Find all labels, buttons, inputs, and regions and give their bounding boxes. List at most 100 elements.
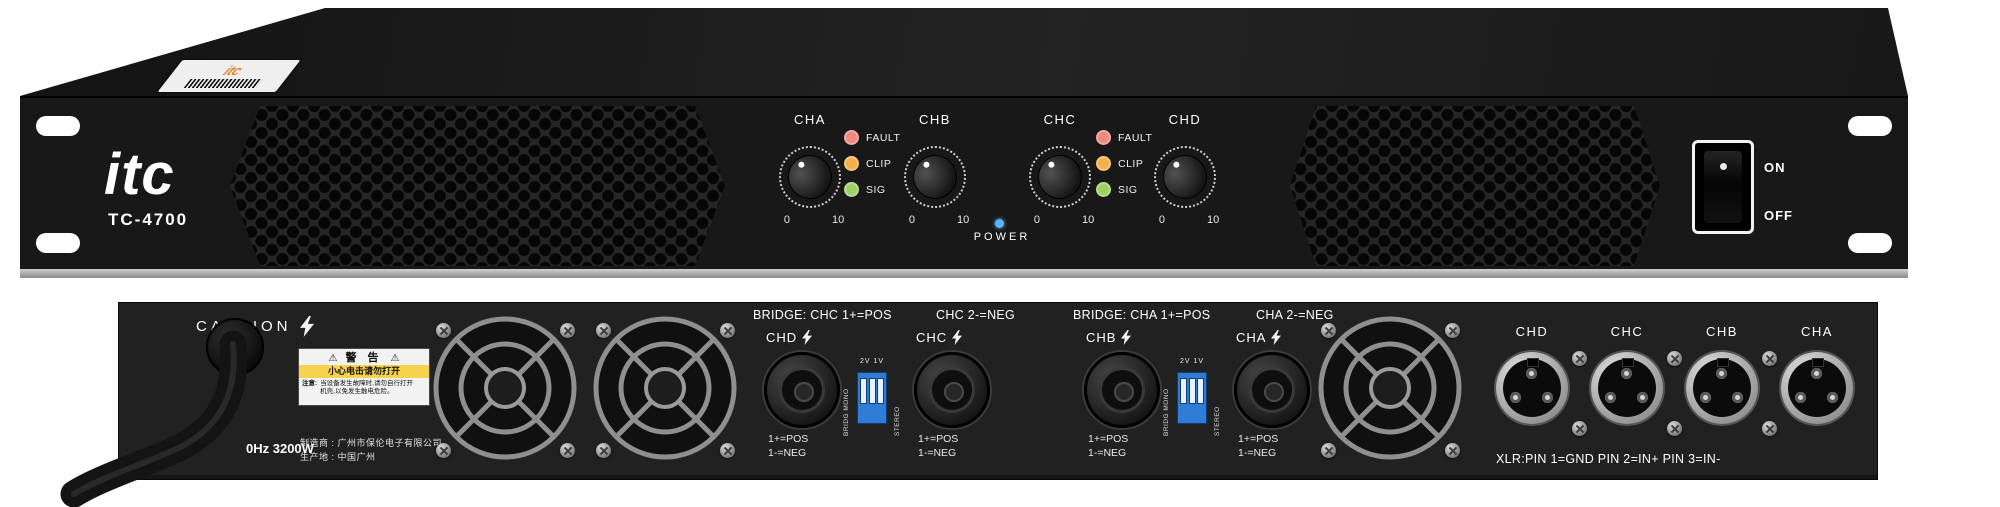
dip-slider (1188, 378, 1196, 404)
mode-dip-switch: 2V 1V BRIDG MONO STEREO (840, 356, 904, 452)
channel-label-chd: CHD (1168, 112, 1202, 127)
warning-note-label: 注意: (302, 380, 318, 387)
screw-icon (560, 323, 575, 338)
lightning-bolt-icon (952, 330, 963, 345)
cooling-fan (1318, 316, 1462, 460)
scale-max-label: 10 (832, 214, 845, 226)
dip-slider (859, 378, 867, 404)
screw-icon (1572, 421, 1587, 436)
power-cord-gland (206, 318, 264, 376)
clip-led-icon (844, 156, 859, 171)
scale-max-label: 10 (1082, 214, 1095, 226)
xlr-label-chc: CHC (1610, 324, 1644, 339)
screw-icon (1762, 351, 1777, 366)
power-label: POWER (973, 231, 1031, 243)
rack-ear-hole (1848, 233, 1892, 253)
lightning-bolt-icon (299, 316, 314, 337)
vent-grille-right (1290, 106, 1660, 266)
bridge-neg-label-chc: CHC 2-=NEG (936, 308, 1016, 322)
power-switch-rocker (1704, 151, 1742, 223)
power-switch (1692, 140, 1754, 234)
dip-slider (877, 378, 885, 404)
speakon-connector-chd (764, 352, 840, 428)
vent-grille-left (230, 106, 725, 266)
screw-icon (1667, 421, 1682, 436)
scale-max-label: 10 (957, 214, 970, 226)
fault-led-icon (844, 130, 859, 145)
sig-led-label: SIG (1118, 183, 1138, 196)
lightning-bolt-icon (802, 330, 813, 345)
speakon-connector-cha (1234, 352, 1310, 428)
screw-icon (436, 443, 451, 458)
cooling-fan (433, 316, 577, 460)
switch-on-label: ON (1764, 160, 1786, 175)
bridge-label-chc: BRIDGE: CHC 1+=POS (753, 308, 892, 322)
speakon-connector-chc (914, 352, 990, 428)
dip-mode-label-left: BRIDG MONO (843, 388, 850, 436)
screw-icon (560, 443, 575, 458)
fault-led-label: FAULT (1118, 131, 1153, 144)
chassis-top-face: itc (20, 8, 1908, 96)
scale-min-label: 0 (783, 214, 790, 226)
rack-ear-hole (1848, 116, 1892, 136)
channel-label-cha: CHA (794, 112, 826, 127)
scale-max-label: 10 (1207, 214, 1220, 226)
xlr-connector-chc (1591, 352, 1663, 424)
dip-mode-label-right: STEREO (1214, 406, 1221, 436)
xlr-label-chb: CHB (1706, 324, 1738, 339)
xlr-latch-notch (1622, 358, 1634, 367)
knob-pointer-icon (922, 160, 931, 169)
mode-dip-switch: 2V 1V BRIDG MONO STEREO (1160, 356, 1224, 452)
screw-icon (1667, 351, 1682, 366)
gain-knob-cha (779, 146, 841, 208)
xlr-latch-notch (1717, 358, 1729, 367)
xlr-latch-notch (1812, 358, 1824, 367)
power-led-icon (995, 219, 1004, 228)
screw-icon (1321, 443, 1336, 458)
speakon-connector-chb (1084, 352, 1160, 428)
rear-channel-label-chb: CHB (1086, 330, 1132, 345)
clip-led-label: CLIP (1118, 157, 1144, 170)
sig-led-icon (1096, 182, 1111, 197)
scale-min-label: 0 (908, 214, 915, 226)
fault-led-icon (1096, 130, 1111, 145)
rear-channel-label-cha: CHA (1236, 330, 1282, 345)
dip-mode-label-right: STEREO (894, 406, 901, 436)
dip-slider (868, 378, 876, 404)
top-label-sticker: itc (157, 60, 301, 92)
dip-mode-label-left: BRIDG MONO (1163, 388, 1170, 436)
warning-note-lines: 当设备发生故障时,请勿自行打开 机壳,以免发生触电危险。 (320, 380, 413, 396)
clip-led-icon (1096, 156, 1111, 171)
gain-knob-chb (904, 146, 966, 208)
channel-label-chb: CHB (919, 112, 951, 127)
warning-sticker: 警 告 小心电击请勿打开 注意: 当设备发生故障时,请勿自行打开 机壳,以免发生… (298, 348, 430, 406)
brand-logo: itc (104, 142, 175, 207)
dip-voltage-labels: 2V 1V (859, 358, 885, 365)
dip-switch-block (857, 372, 887, 424)
xlr-connector-cha (1781, 352, 1853, 424)
sig-led-label: SIG (866, 183, 886, 196)
gain-knob-chd (1154, 146, 1216, 208)
knob-pointer-icon (1047, 160, 1056, 169)
rack-ear-hole (36, 233, 80, 253)
dip-slider (1179, 378, 1187, 404)
knob-pointer-icon (1172, 160, 1181, 169)
sig-led-icon (844, 182, 859, 197)
xlr-pinout-note: XLR:PIN 1=GND PIN 2=IN+ PIN 3=IN- (1496, 452, 1721, 466)
rear-channel-label-chc: CHC (916, 330, 963, 345)
screw-icon (436, 323, 451, 338)
lightning-bolt-icon (1121, 330, 1132, 345)
switch-marker-icon (1719, 163, 1727, 170)
screw-icon (596, 443, 611, 458)
xlr-label-chd: CHD (1515, 324, 1549, 339)
scale-min-label: 0 (1158, 214, 1165, 226)
barcode-icon (183, 79, 263, 88)
screw-icon (596, 323, 611, 338)
screw-icon (1321, 323, 1336, 338)
screw-icon (720, 443, 735, 458)
bridge-neg-label-cha: CHA 2-=NEG (1256, 308, 1334, 322)
